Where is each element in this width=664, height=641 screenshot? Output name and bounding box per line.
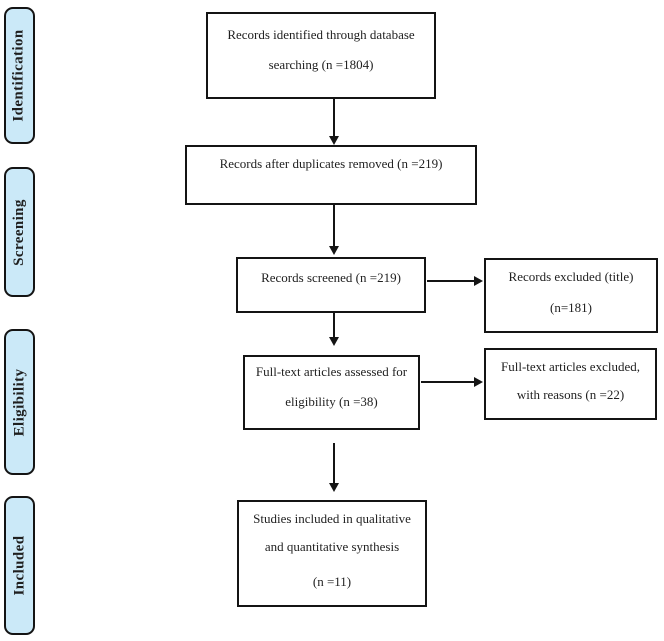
box-fulltext-assessed-line1: Full-text articles assessed for [255, 364, 408, 379]
arrow-line [427, 280, 474, 282]
arrow-line [333, 205, 335, 246]
box-fulltext-assessed: Full-text articles assessed for eligibil… [243, 355, 420, 430]
box-studies-included: Studies included in qualitative and quan… [237, 500, 427, 607]
box-records-identified: Records identified through database sear… [206, 12, 436, 99]
box-records-excluded-line1: Records excluded (title) [508, 269, 634, 284]
stage-screening-label: Screening [11, 198, 27, 266]
arrow-line [333, 443, 335, 483]
arrow-right-icon [474, 377, 483, 387]
arrow-down-icon [329, 246, 339, 255]
box-fulltext-excluded: Full-text articles excluded, with reason… [484, 348, 657, 420]
stage-included: Included [4, 496, 35, 635]
arrow-line [421, 381, 474, 383]
box-fulltext-excluded-line2: with reasons (n =22) [516, 387, 625, 402]
box-records-screened-line1: Records screened (n =219) [261, 270, 401, 285]
box-studies-included-line3: (n =11) [312, 574, 352, 589]
box-fulltext-excluded-line1: Full-text articles excluded, [501, 359, 640, 374]
box-duplicates-removed: Records after duplicates removed (n =219… [185, 145, 477, 205]
arrow-down-icon [329, 483, 339, 492]
stage-eligibility: Eligibility [4, 329, 35, 475]
stage-screening: Screening [4, 167, 35, 297]
box-fulltext-assessed-line2: eligibility (n =38) [285, 394, 378, 409]
stage-identification-label: Identification [11, 29, 27, 122]
stage-included-label: Included [11, 535, 28, 596]
stage-eligibility-label: Eligibility [11, 368, 27, 436]
box-studies-included-line1: Studies included in qualitative [253, 511, 411, 526]
box-studies-included-line2: and quantitative synthesis [264, 539, 400, 554]
box-records-identified-line2: searching (n =1804) [268, 57, 374, 72]
arrow-down-icon [329, 337, 339, 346]
box-records-excluded-line2: (n=181) [550, 300, 592, 315]
box-records-screened: Records screened (n =219) [236, 257, 426, 313]
arrow-right-icon [474, 276, 483, 286]
box-records-excluded-title: Records excluded (title) (n=181) [484, 258, 658, 333]
box-records-identified-line1: Records identified through database [227, 27, 415, 42]
stage-identification: Identification [4, 7, 35, 144]
arrow-line [333, 99, 335, 136]
arrow-line [333, 313, 335, 337]
arrow-down-icon [329, 136, 339, 145]
box-duplicates-removed-line1: Records after duplicates removed (n =219… [219, 156, 443, 171]
